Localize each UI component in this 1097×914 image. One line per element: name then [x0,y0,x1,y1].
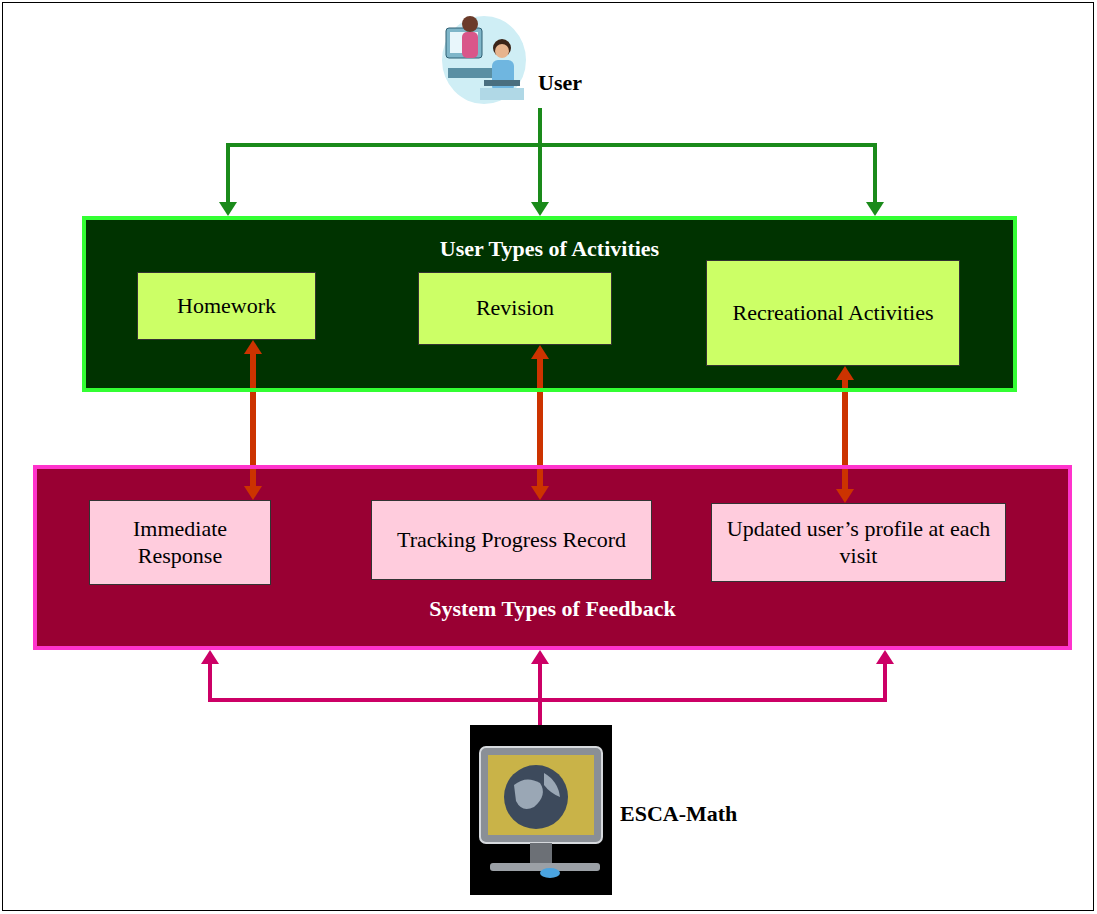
box-label: Tracking Progress Record [397,527,626,553]
connector [201,650,894,725]
feedback-band: System Types of Feedback Immediate Respon… [33,465,1072,650]
arrowhead [244,340,262,354]
arrowhead [866,202,884,216]
box-label: Updated user’s profile at each visit [724,516,993,569]
figure-label: ESCA-Math [620,801,737,827]
connector [244,340,262,500]
arrowhead [219,202,237,216]
feedback-box: Updated user’s profile at each visit [711,503,1006,582]
arrowhead [201,650,219,664]
arrowhead [876,650,894,664]
connector [531,345,549,500]
user-illustration [440,10,530,110]
box-label: Recreational Activities [733,300,934,326]
arrowhead [244,486,262,500]
band-heading: System Types of Feedback [37,596,1068,622]
computer-illustration [470,725,612,895]
feedback-box: Immediate Response [89,500,271,585]
outer-frame [3,3,1094,911]
connector-line [228,110,875,204]
arrowhead [531,650,549,664]
feedback-box: Tracking Progress Record [371,500,652,580]
connector [219,110,884,216]
connector [836,366,854,503]
box-label: Homework [177,293,276,319]
connector-line [842,378,848,491]
activity-box: Recreational Activities [706,260,960,366]
feedback-band-fill [33,465,1072,650]
connector-line [210,662,885,725]
band-heading: User Types of Activities [86,236,1013,262]
system-figure: ESCA-Math [470,725,770,895]
activities-band: User Types of ActivitiesHomework Revision… [82,216,1017,392]
arrowhead [531,202,549,216]
arrowhead [531,345,549,359]
box-label: Revision [476,295,554,321]
user-figure: User [440,10,615,110]
arrowhead [836,366,854,380]
activity-box: Homework [137,272,316,340]
figure-label: User [538,70,582,96]
arrowhead [836,489,854,503]
activity-box: Revision [418,272,612,345]
arrowhead [531,486,549,500]
activities-band-fill [82,216,1017,392]
box-label: Immediate Response [102,516,258,569]
